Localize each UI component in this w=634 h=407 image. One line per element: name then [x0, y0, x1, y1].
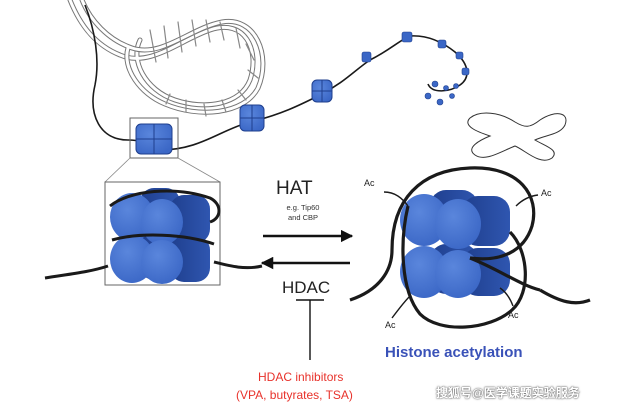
acetyl-label: Ac [385, 320, 396, 330]
condensed-chromosome [467, 112, 567, 161]
histone-acetylation-title: Histone acetylation [385, 344, 523, 361]
chromosome-double-helix [67, 0, 266, 117]
watermark: 搜狐号@医学课题实验服务 [436, 386, 580, 400]
zoom-lines [104, 157, 221, 183]
nucleosome-beads [361, 31, 470, 106]
hat-example-line1: e.g. Tip60 [286, 203, 320, 212]
acetyl-label: Ac [508, 310, 519, 320]
nucleosome-small [239, 104, 265, 132]
acetylated-nucleosome [349, 166, 591, 329]
nucleosome-small [311, 79, 333, 103]
hdac-inhibitors-label: HDAC inhibitors [258, 370, 344, 384]
hdac-inhibitors-examples: (VPA, butyrates, TSA) [236, 388, 353, 402]
hat-label: HAT [276, 178, 313, 199]
zoom-source-box [129, 117, 179, 159]
acetyl-label: Ac [541, 188, 552, 198]
acetyl-label: Ac [364, 178, 375, 188]
inhibition-bar [296, 299, 324, 360]
compact-nucleosome [44, 181, 263, 286]
hat-example-line2: and CBP [287, 213, 319, 222]
hdac-label: HDAC [282, 278, 331, 297]
